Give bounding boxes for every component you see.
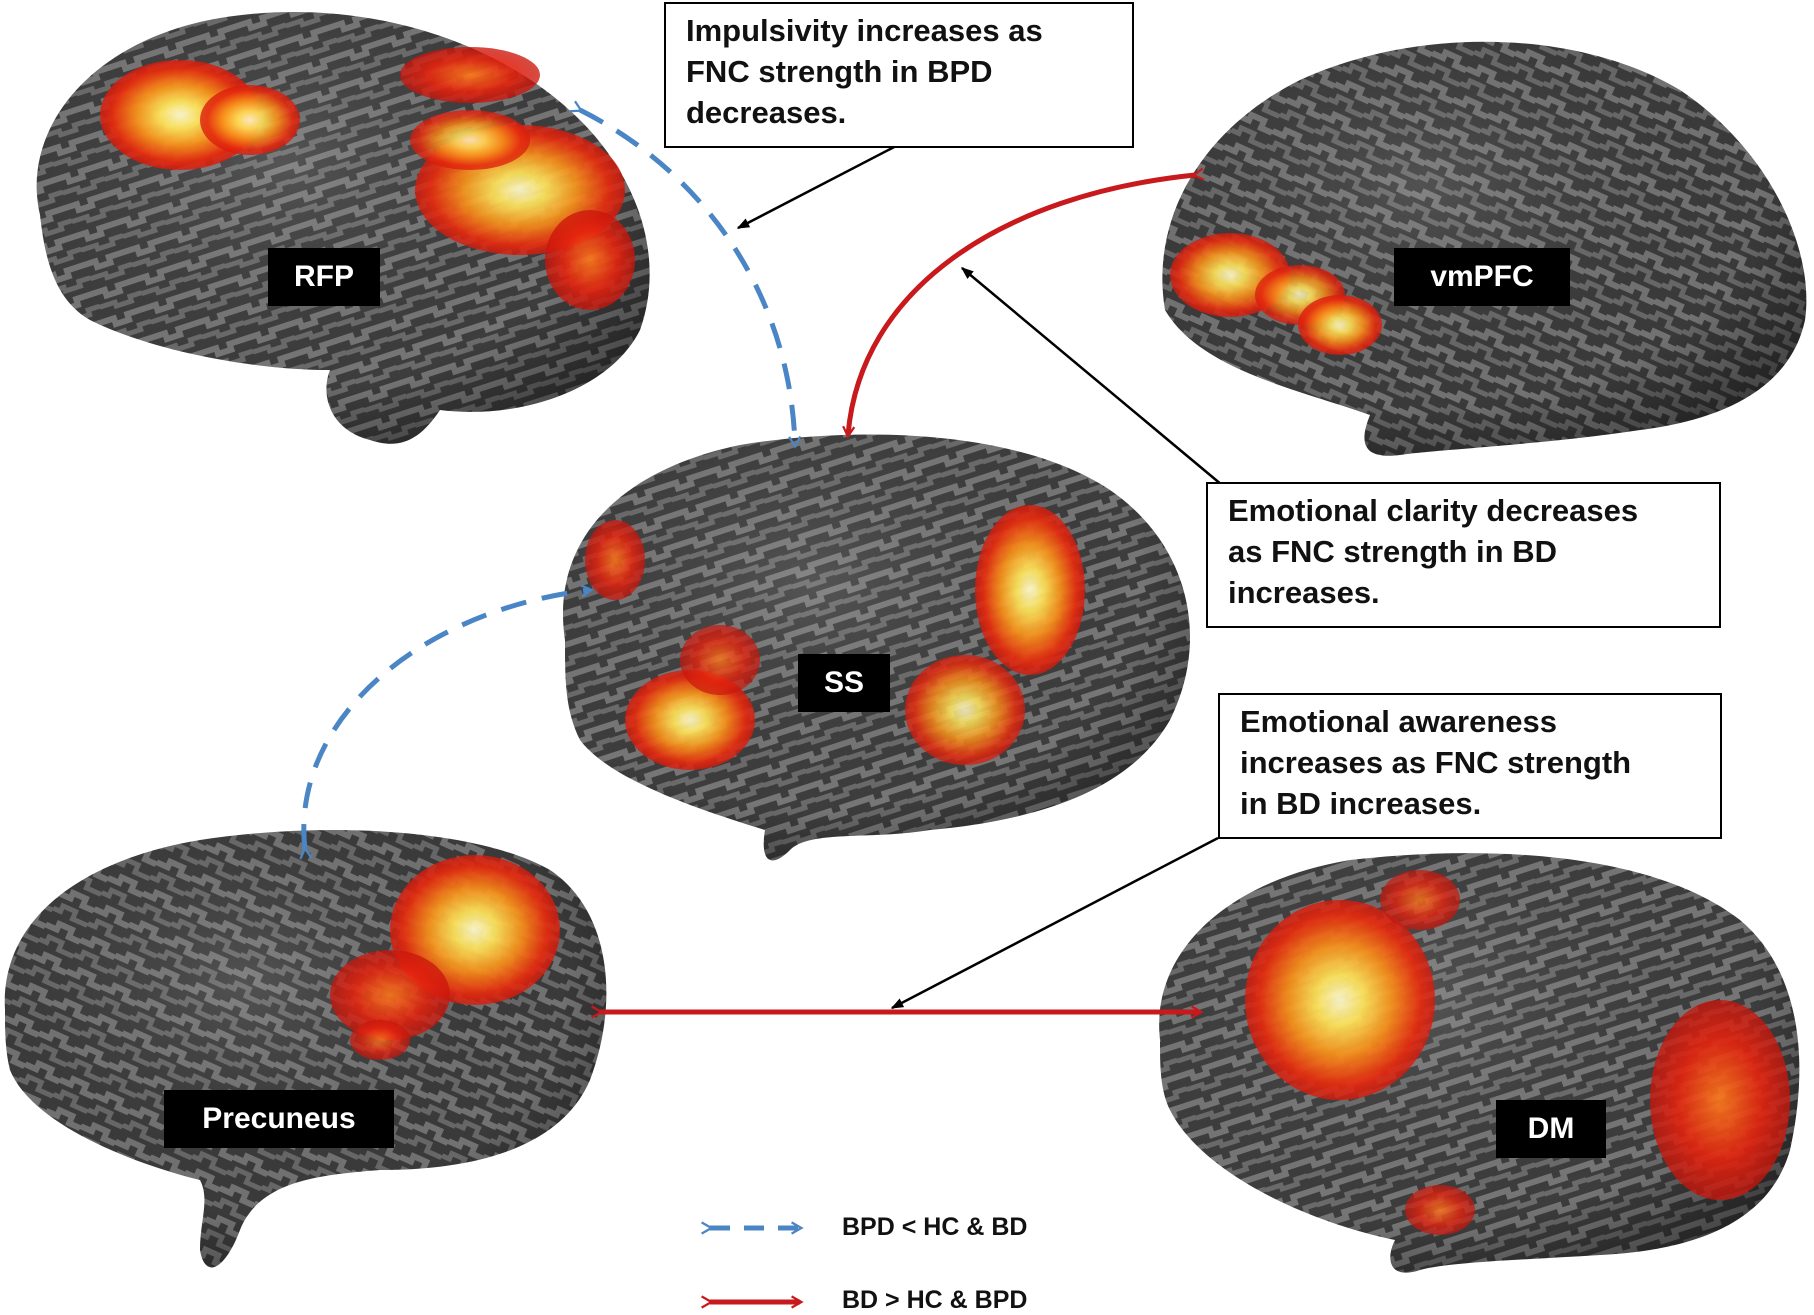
pointer-clarity	[960, 267, 1223, 486]
brain-precuneus	[4, 830, 607, 1268]
label-rfp: RFP	[268, 248, 380, 306]
callout-clarity-line-1: Emotional clarity decreases	[1228, 493, 1639, 528]
callout-impulsivity: Impulsivity increases as FNC strength in…	[664, 2, 1134, 148]
callout-impulsivity-line-3: decreases.	[686, 95, 847, 130]
callout-impulsivity-line-1: Impulsivity increases as	[686, 13, 1043, 48]
callout-clarity: Emotional clarity decreases as FNC stren…	[1206, 482, 1721, 628]
legend-solid-label: BD > HC & BPD	[842, 1286, 1028, 1314]
pointer-impulsivity	[736, 143, 899, 230]
callout-awareness-line-3: in BD increases.	[1240, 786, 1482, 821]
callout-clarity-line-3: increases.	[1228, 575, 1380, 610]
label-precuneus: Precuneus	[164, 1090, 394, 1148]
label-vmpfc: vmPFC	[1394, 248, 1570, 306]
callout-impulsivity-line-2: FNC strength in BPD	[686, 54, 993, 89]
brain-ss	[562, 434, 1190, 861]
legend-dashed-label: BPD < HC & BD	[842, 1213, 1028, 1241]
brain-rfp	[36, 11, 650, 444]
callout-clarity-line-2: as FNC strength in BD	[1228, 534, 1557, 569]
solid-arrow-vmpfc-ss	[842, 167, 1205, 439]
callout-awareness-line-1: Emotional awareness	[1240, 704, 1558, 739]
brain-dm	[1159, 853, 1800, 1273]
dashed-arrow-precuneus-ss	[299, 584, 594, 860]
label-dm: DM	[1496, 1100, 1606, 1158]
dashed-arrow-rfp-ss	[569, 100, 802, 449]
label-ss: SS	[798, 654, 890, 712]
callout-awareness: Emotional awareness increases as FNC str…	[1218, 693, 1722, 839]
callout-awareness-line-2: increases as FNC strength	[1240, 745, 1632, 780]
pointer-awareness	[890, 836, 1219, 1010]
